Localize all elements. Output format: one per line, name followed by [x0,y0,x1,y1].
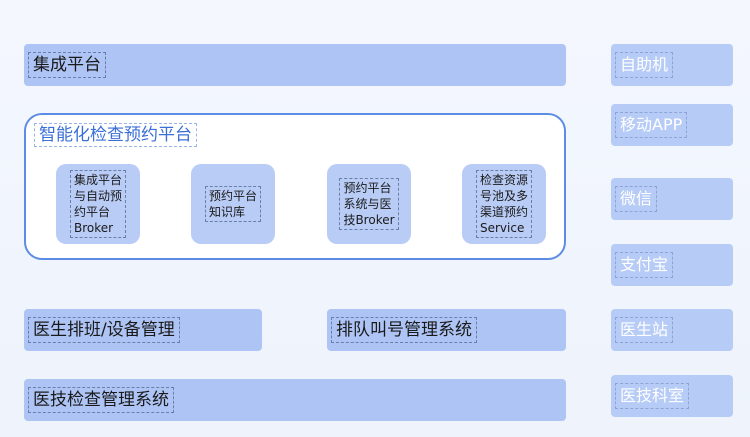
module-resource-service: 检查资源 号池及多 渠道预约 Service [462,164,546,244]
channel-wechat: 微信 [611,178,733,220]
channel-doctor-station: 医生站 [611,309,733,351]
smart-appointment-platform-title: 智能化检查预约平台 [34,123,197,148]
channel-medtech-dept: 医技科室 [611,375,733,417]
scheduling-bar: 医生排班/设备管理 [24,309,262,351]
scheduling-label: 医生排班/设备管理 [28,316,180,344]
channel-mobile-app: 移动APP [611,104,733,146]
integration-platform-label: 集成平台 [28,51,106,79]
channel-wechat-label: 微信 [615,186,658,212]
channel-alipay: 支付宝 [611,244,733,286]
channel-kiosk: 自助机 [611,44,733,86]
channel-alipay-label: 支付宝 [615,252,674,278]
queue-label: 排队叫号管理系统 [331,316,477,344]
module-integration-broker: 集成平台 与自动预 约平台 Broker [56,164,140,244]
channel-mobile-app-label: 移动APP [615,112,688,138]
module-integration-broker-label: 集成平台 与自动预 约平台 Broker [69,169,126,239]
channel-medtech-dept-label: 医技科室 [615,383,690,409]
module-medtech-broker-label: 预约平台 系统与医 技Broker [339,177,399,231]
channel-doctor-station-label: 医生站 [615,317,674,343]
queue-bar: 排队叫号管理系统 [327,309,566,351]
module-knowledge-base-label: 预约平台 知识库 [204,185,261,223]
medtech-system-bar: 医技检查管理系统 [24,379,566,421]
integration-platform-bar: 集成平台 [24,44,566,86]
smart-appointment-platform: 智能化检查预约平台 集成平台 与自动预 约平台 Broker 预约平台 知识库 … [24,113,566,260]
channel-kiosk-label: 自助机 [615,52,674,78]
module-knowledge-base: 预约平台 知识库 [191,164,275,244]
module-medtech-broker: 预约平台 系统与医 技Broker [327,164,411,244]
medtech-system-label: 医技检查管理系统 [28,386,174,414]
module-resource-service-label: 检查资源 号池及多 渠道预约 Service [475,169,532,239]
